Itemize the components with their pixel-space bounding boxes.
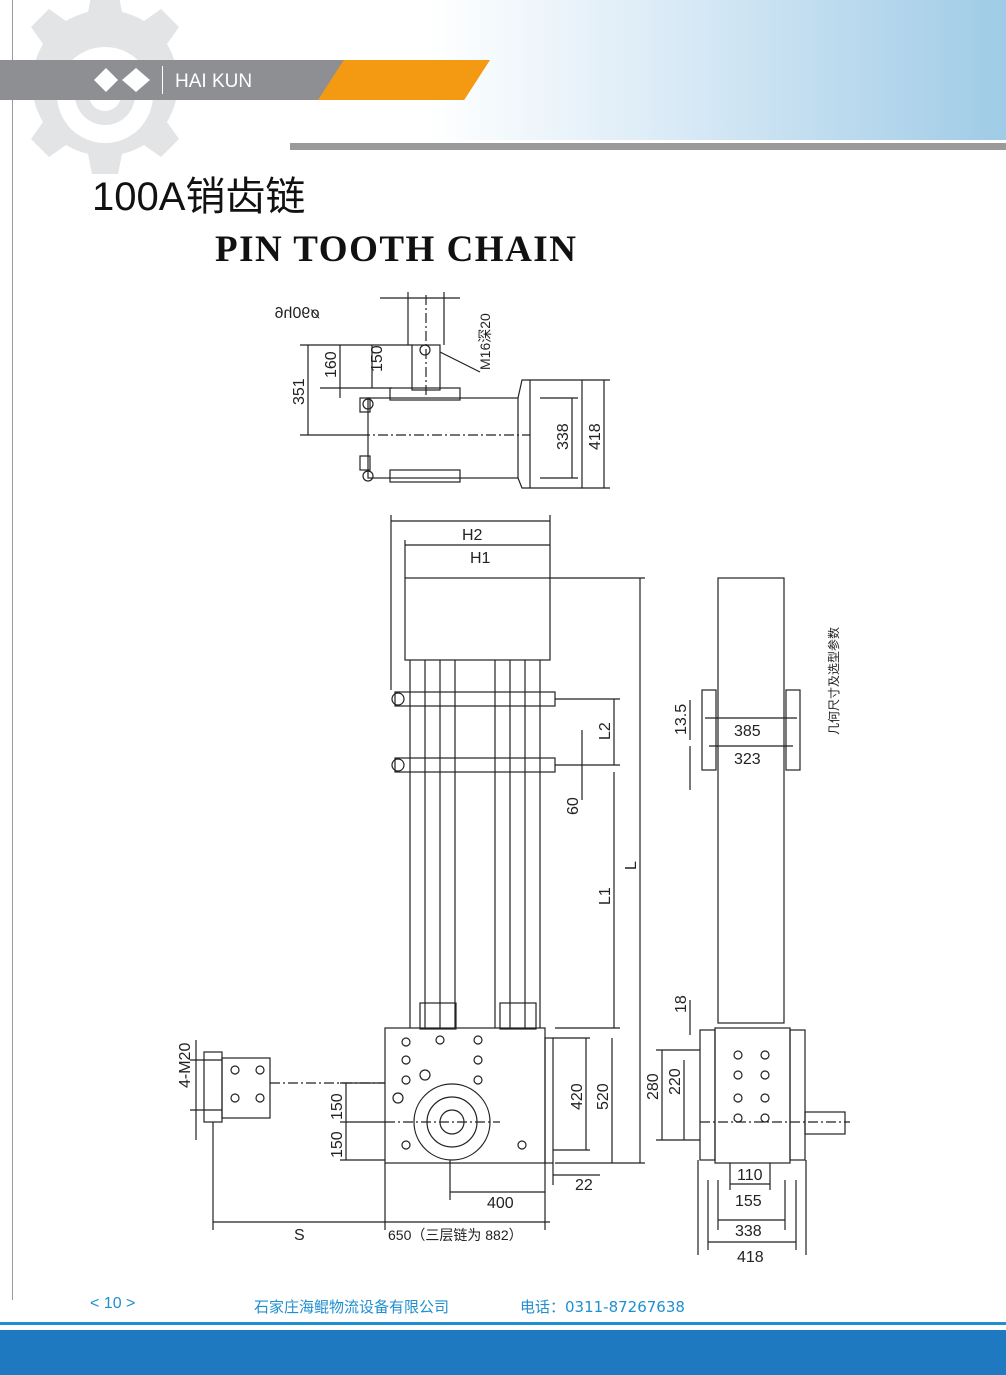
dim-418-side: 418	[737, 1249, 764, 1266]
left-margin-rule	[12, 0, 13, 1300]
page-title-en: PIN TOOTH CHAIN	[215, 229, 578, 270]
side-note: 几何尺寸及选型参数	[826, 627, 841, 735]
dim-351: 351	[291, 378, 308, 405]
header-rule	[290, 143, 1006, 150]
dim-338-side: 338	[735, 1223, 762, 1240]
footer-rule	[0, 1322, 1006, 1325]
top-view	[300, 292, 610, 489]
dim-150-b: 150	[329, 1131, 346, 1158]
page-number: < 10 >	[90, 1295, 136, 1312]
dim-155: 155	[735, 1193, 762, 1210]
dim-L1: L1	[597, 887, 614, 905]
dim-220: 220	[667, 1068, 684, 1095]
dim-H1: H1	[470, 550, 491, 567]
phone-number: 电话：0311-87267638	[520, 1298, 685, 1316]
dim-thread: M16深20	[477, 313, 493, 370]
dim-323: 323	[734, 751, 761, 768]
dim-150-top: 150	[369, 345, 386, 372]
dim-160: 160	[323, 351, 340, 378]
dim-13-5: 13.5	[673, 704, 690, 735]
dim-110: 110	[737, 1167, 763, 1184]
footer-bar	[0, 1330, 1006, 1375]
brand-divider	[162, 66, 163, 94]
dim-400: 400	[487, 1195, 514, 1212]
dim-280: 280	[645, 1073, 662, 1100]
company-name: 石家庄海鲲物流设备有限公司	[254, 1298, 450, 1316]
logo-diamonds-icon	[94, 68, 150, 92]
dim-22: 22	[575, 1177, 593, 1194]
side-view	[656, 577, 850, 1255]
dim-420: 420	[569, 1083, 586, 1110]
dim-418-top: 418	[587, 423, 604, 450]
header-gradient	[430, 0, 1006, 140]
dim-385: 385	[734, 723, 761, 740]
dim-H2: H2	[462, 527, 483, 544]
brand-band	[0, 60, 345, 100]
dim-150-a: 150	[329, 1093, 346, 1120]
dim-18: 18	[673, 995, 690, 1013]
dim-650: 650（三层链为 882）	[388, 1227, 523, 1243]
dim-shaft-dia: ø90h6	[275, 305, 320, 322]
dim-S: S	[294, 1227, 305, 1244]
page-title-cn: 100A销齿链	[92, 175, 306, 219]
dim-L2: L2	[597, 722, 614, 740]
dim-520: 520	[595, 1083, 612, 1110]
dim-60: 60	[565, 797, 582, 815]
dim-L: L	[623, 861, 640, 870]
technical-drawing: ø90h6 M16深20 351 160 150 338 418 H2 H1 L…	[177, 292, 850, 1266]
accent-band	[318, 60, 490, 100]
brand-name: HAI KUN	[175, 71, 253, 92]
dim-338-top: 338	[555, 423, 572, 450]
dim-4-M20: 4-M20	[177, 1043, 194, 1088]
front-view	[190, 515, 645, 1230]
